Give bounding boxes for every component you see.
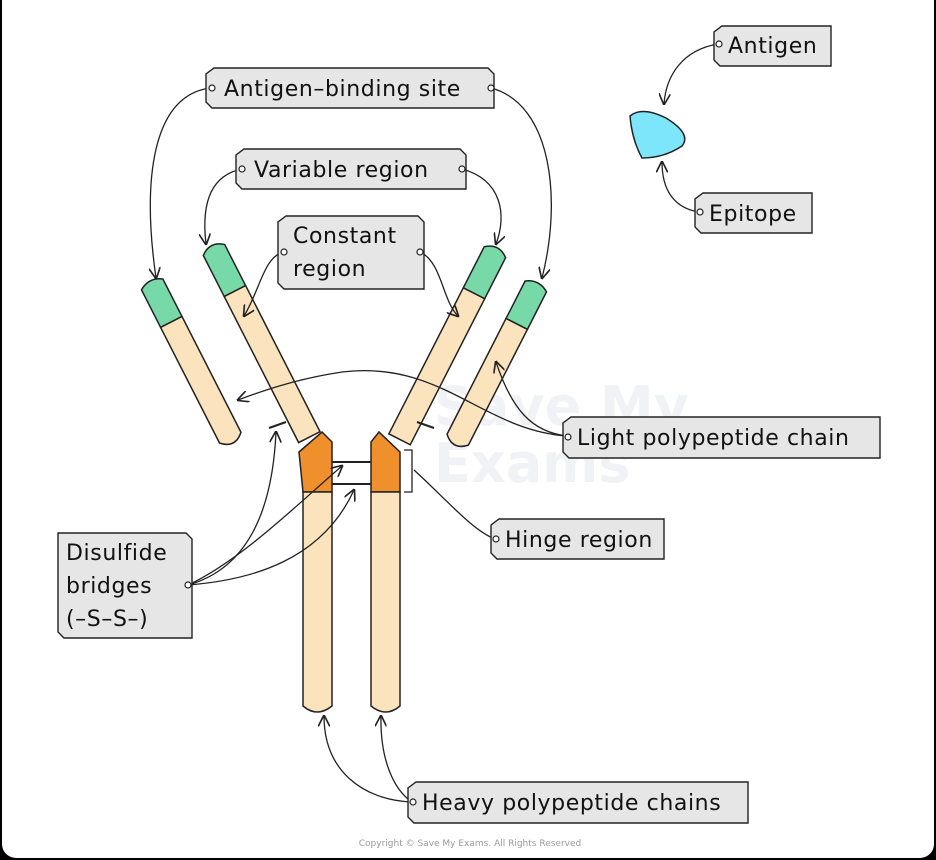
antigen-text: Antigen [728,34,817,59]
connector-antigen [664,43,719,104]
label-disulfide-bridges: Disulfide bridges (–S–S–) [57,532,193,639]
right-hinge [370,430,401,493]
antigen-binding-site-text: Antigen–binding site [224,77,461,102]
connector-heavy-left [324,716,413,803]
right-heavy-variable [462,245,507,300]
label-antigen-binding-site: Antigen–binding site [205,67,495,109]
label-epitope: Epitope [694,192,813,234]
connector-hinge [413,469,496,540]
hinge-bracket [404,449,413,493]
right-heavy-arm [387,245,507,446]
antibody [140,243,548,713]
copyright-text: Copyright © Save My Exams. All Rights Re… [359,839,581,849]
epitope-text: Epitope [709,202,797,227]
antigen-shape [629,110,686,159]
connector-antigen-binding-right [490,87,552,278]
connectors [150,43,719,803]
label-antigen: Antigen [713,25,832,67]
label-hinge-region: Hinge region [490,518,665,560]
left-heavy-arm [202,243,322,444]
connector-light-left [238,370,568,437]
light-chain-text: Light polypeptide chain [577,426,850,451]
variable-region-text: Variable region [254,158,429,183]
connector-disulfide-light [187,432,276,586]
disulfide-text-line1: Disulfide [66,541,167,566]
right-light-variable [505,280,548,331]
label-variable-region: Variable region [235,148,467,190]
label-heavy-polypeptide-chains: Heavy polypeptide chains [407,781,749,824]
label-light-polypeptide-chain: Light polypeptide chain [562,416,881,459]
connector-heavy-right [381,716,413,803]
disulfide-bridge-right-light [416,421,435,429]
constant-region-text-line1: Constant [293,224,397,249]
left-heavy-stem [302,491,333,713]
connector-epitope [662,162,700,213]
connector-light-right [496,362,568,437]
label-constant-region: Constant region [277,215,425,290]
left-light-chain [140,278,242,446]
left-heavy-variable [202,243,247,298]
constant-region-text-line2: region [293,257,366,282]
connector-variable-right [461,168,501,244]
left-heavy-constant [223,284,322,444]
connector-constant-right [419,251,458,316]
connector-disulfide-heavy-bottom [187,490,354,586]
hinge-region-text: Hinge region [505,528,653,553]
left-hinge [298,430,333,493]
left-light-constant [159,315,242,446]
disulfide-text-line2: bridges [66,574,152,599]
connector-variable-left [205,168,243,244]
right-heavy-stem [370,491,401,713]
right-light-chain [446,280,548,448]
disulfide-bridge-left-light [268,421,287,429]
connector-disulfide-heavy-top [187,466,342,586]
disulfide-text-line3: (–S–S–) [66,607,148,632]
heavy-chains-text: Heavy polypeptide chains [422,791,721,816]
left-light-variable [140,278,183,329]
connector-antigen-binding-left [150,87,211,278]
right-light-constant [446,317,529,448]
